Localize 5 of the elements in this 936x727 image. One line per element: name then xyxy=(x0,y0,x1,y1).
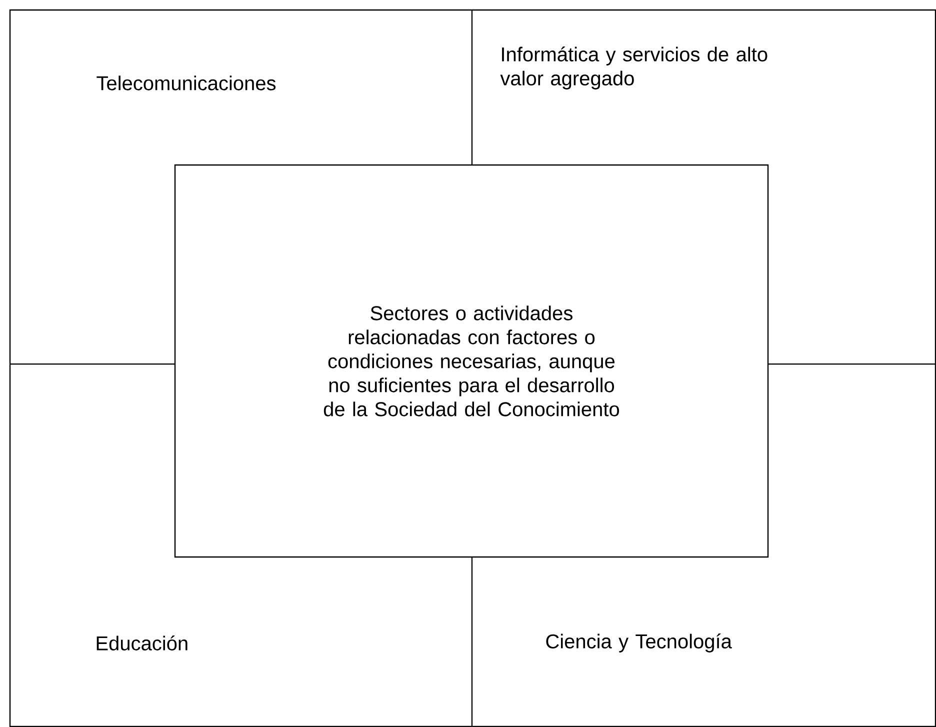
sector-label: Informática y servicios de alto valor agregado xyxy=(500,46,768,90)
center-box: Sectores o actividades relacionadas con factores o condiciones necesarias, aunque no suficientes para el desarrollo de la Sociedad del Conocimiento xyxy=(174,164,769,558)
sector-label: Telecomunicaciones xyxy=(96,76,276,90)
sector-label: Ciencia y Tecnología xyxy=(546,634,732,652)
sector-label: Educación xyxy=(96,636,188,650)
